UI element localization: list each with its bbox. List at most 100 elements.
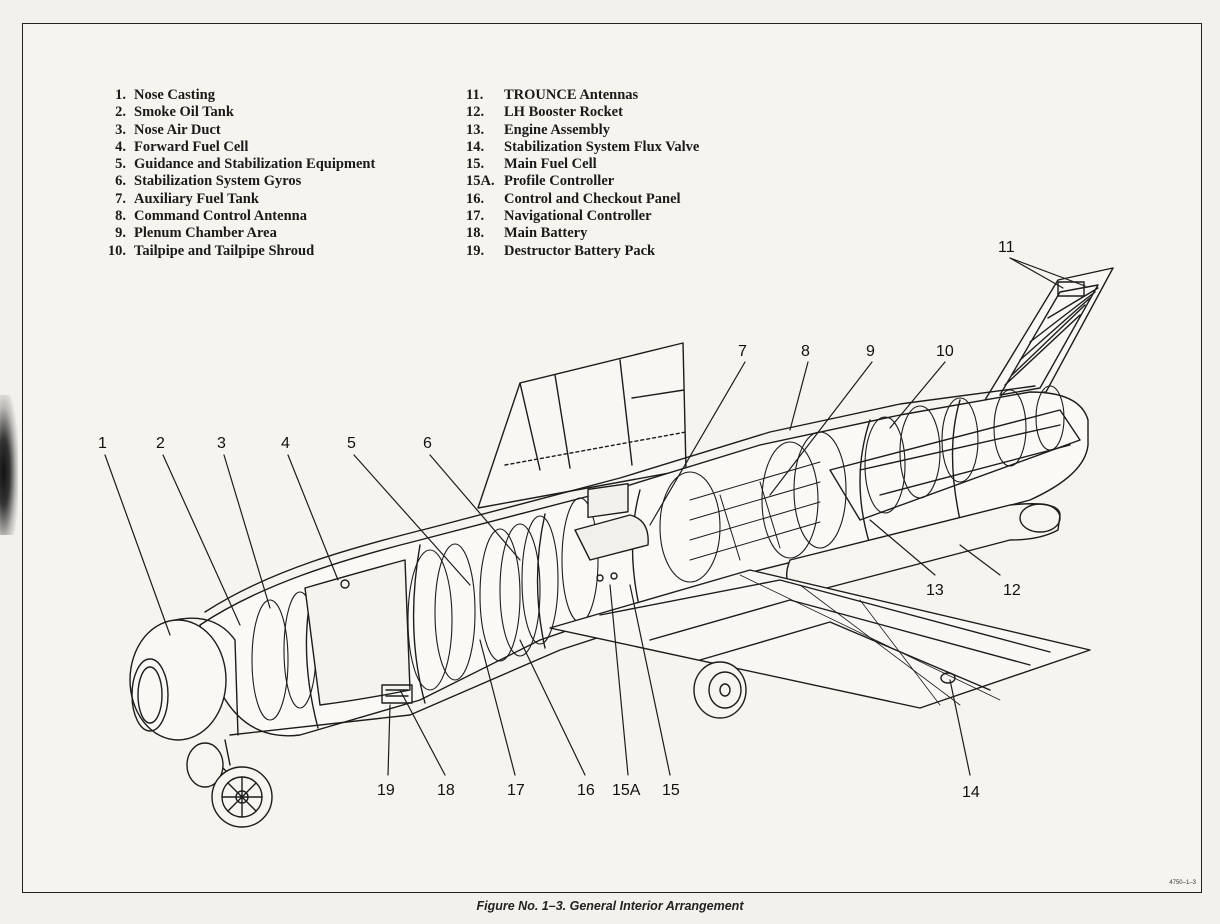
legend-label: Nose Casting: [134, 87, 215, 103]
legend-number: 3.: [115, 121, 126, 138]
nose-landing-gear: [186, 739, 273, 828]
legend-number: 16.: [466, 190, 485, 207]
control-panel: [587, 483, 629, 582]
figure-caption: Figure No. 1–3. General Interior Arrange…: [476, 899, 744, 913]
legend-label: Control and Checkout Panel: [504, 190, 681, 207]
legend-item: 14. Stabilization System Flux Valve: [466, 139, 699, 156]
legend-item: 6. Stabilization System Gyros: [96, 173, 375, 190]
callout-15: 15: [662, 782, 680, 799]
legend-label: Auxiliary Fuel Tank: [134, 190, 259, 207]
callout-17: 17: [507, 782, 525, 799]
legend-label: Navigational Controller: [504, 208, 652, 225]
legend-item: 10.Tailpipe and Tailpipe Shroud: [96, 243, 375, 260]
legend-label: Guidance and Stabilization Equipment: [134, 156, 376, 173]
callout-16: 16: [577, 782, 595, 799]
legend-item: 9. Plenum Chamber Area: [96, 225, 375, 242]
callout-7: 7: [738, 343, 747, 360]
callout-12: 12: [1003, 582, 1021, 599]
legend-left-column: 1. Nose Casting 2. Smoke Oil Tank 3. Nose A…: [96, 87, 375, 260]
legend-item: 15A.Profile Controller: [466, 173, 699, 190]
legend-item: 2. Smoke Oil Tank: [96, 104, 375, 121]
legend-label: TROUNCE Antennas: [504, 87, 639, 103]
legend-number: 19.: [466, 242, 485, 259]
legend-item: 12. LH Booster Rocket: [466, 104, 699, 121]
callout-1: 1: [98, 435, 107, 452]
legend-number: 4.: [115, 138, 126, 155]
legend-item: 11. TROUNCE Antennas: [466, 87, 699, 104]
callout-13: 13: [926, 582, 944, 599]
callout-11: 11: [998, 239, 1015, 256]
legend-label: Nose Air Duct: [134, 121, 221, 138]
callout-8: 8: [801, 343, 810, 360]
legend-item: 15. Main Fuel Cell: [466, 156, 699, 173]
legend-item: 3. Nose Air Duct: [96, 122, 375, 139]
legend-label: Main Fuel Cell: [504, 156, 597, 173]
legend-number: 15.: [466, 156, 485, 173]
callout-9: 9: [866, 343, 875, 360]
plate-number: 4750–1–3: [1169, 880, 1196, 886]
forward-fuel-cell: [304, 559, 411, 706]
legend-number: 13.: [466, 121, 485, 138]
legend-item: 16. Control and Checkout Panel: [466, 191, 699, 208]
legend-number: 17.: [466, 208, 485, 225]
callout-3: 3: [217, 435, 226, 452]
legend-label: Engine Assembly: [504, 121, 610, 138]
wing: [549, 569, 1091, 709]
callout-10: 10: [936, 343, 954, 360]
legend-number: 8.: [115, 208, 126, 225]
legend-number: 7.: [115, 190, 126, 207]
auxiliary-fuel-tank: [574, 514, 649, 561]
legend-label: Command Control Antenna: [134, 208, 307, 225]
callout-14: 14: [962, 784, 980, 801]
legend-number: 15A.: [466, 173, 495, 190]
legend-number: 18.: [466, 225, 485, 242]
legend-label: Stabilization System Gyros: [134, 173, 302, 190]
callout-15a: 15A: [612, 782, 641, 799]
page-edge-stain: [0, 395, 18, 535]
legend-item: 4. Forward Fuel Cell: [96, 139, 375, 156]
callout-18: 18: [437, 782, 455, 799]
legend-label: Smoke Oil Tank: [134, 104, 234, 121]
legend-label: Main Battery: [504, 225, 588, 242]
legend-label: Plenum Chamber Area: [134, 225, 277, 242]
legend-item: 8. Command Control Antenna: [96, 208, 375, 225]
legend-number: 2.: [115, 104, 126, 121]
legend-item: 17. Navigational Controller: [466, 208, 699, 225]
callout-numbers: 1 2 3 4 5 6 7 8 9 10 11 12 13 14 15 15A …: [98, 239, 1021, 801]
legend-label: Stabilization System Flux Valve: [504, 138, 700, 155]
legend-number: 6.: [115, 173, 126, 190]
legend-label: Tailpipe and Tailpipe Shroud: [134, 242, 315, 259]
callout-4: 4: [281, 435, 290, 452]
legend-label: LH Booster Rocket: [504, 104, 623, 121]
callout-2: 2: [156, 435, 165, 452]
callout-19: 19: [377, 782, 395, 799]
tail-fin: [984, 267, 1114, 401]
legend-label: Forward Fuel Cell: [134, 138, 249, 155]
engine-assembly: [829, 409, 1081, 521]
plenum-truss: [689, 461, 821, 561]
main-landing-gear: [693, 661, 747, 719]
internal-frames: [251, 385, 1065, 721]
legend-number: 1.: [115, 87, 126, 103]
legend-number: 12.: [466, 104, 485, 121]
legend-item: 1. Nose Casting: [96, 87, 375, 104]
battery-pack: [381, 684, 413, 704]
flux-valve-icon: [940, 672, 956, 684]
nose-casting: [129, 617, 239, 741]
leader-lines: [104, 257, 1086, 776]
legend-label: Destructor Battery Pack: [504, 242, 656, 259]
trounce-antenna-icon: [1057, 281, 1085, 297]
callout-6: 6: [423, 435, 432, 452]
vertical-fin: [477, 342, 687, 509]
legend-right-column: 11. TROUNCE Antennas 12. LH Booster Rocket…: [466, 87, 699, 260]
legend-number: 5.: [115, 156, 126, 173]
legend-number: 14.: [466, 138, 485, 155]
callout-5: 5: [347, 435, 356, 452]
legend-number: 9.: [115, 225, 126, 242]
legend-item: 5. Guidance and Stabilization Equipment: [96, 156, 375, 173]
legend-number: 11.: [466, 87, 484, 103]
legend-item: 19. Destructor Battery Pack: [466, 243, 699, 260]
legend-item: 13. Engine Assembly: [466, 122, 699, 139]
legend-item: 18. Main Battery: [466, 225, 699, 242]
